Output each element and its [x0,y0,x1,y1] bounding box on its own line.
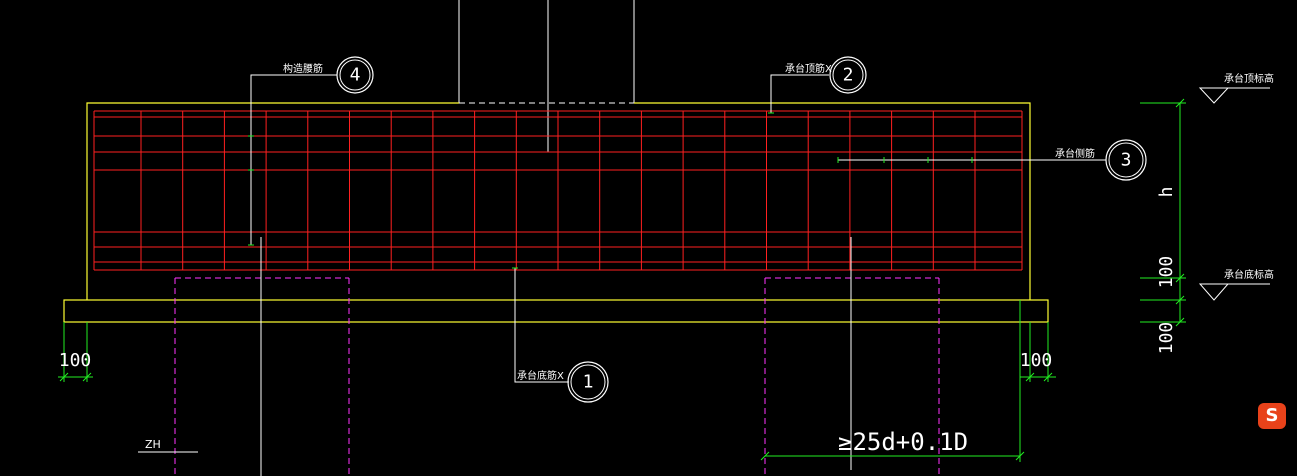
elevation-bottom-label: 承台底标高 [1224,268,1274,281]
right-100-dimension: 100 [1020,322,1056,382]
rebar-grid [93,110,1023,271]
dim-anchor-length: ≥25d+0.1D [838,428,968,456]
pile-left [174,277,350,476]
anchorage-dimension: ≥25d+0.1D [760,300,1025,462]
pile-centerlines [260,237,852,476]
pile-right [764,277,940,476]
callout-4-number: 4 [350,65,361,86]
dim-left-100: 100 [59,350,92,371]
callout-3-number: 3 [1121,150,1132,171]
dim-100-upper: 100 [1156,256,1177,289]
callout-1-number: 1 [583,372,594,393]
dim-h: h [1156,187,1177,198]
sogou-ime-icon[interactable]: S [1258,403,1286,429]
elevation-top-label: 承台顶标高 [1224,72,1274,85]
callout-4-text: 构造腰筋 [283,62,323,75]
pile-cap-outline [63,102,1049,323]
dim-right-100: 100 [1020,350,1053,371]
callout-2-text: 承台顶筋X [785,62,832,75]
pile-tag-label: ZH [145,438,161,451]
callout-2-number: 2 [843,65,854,86]
elevation-dimension-group: 承台顶标高 承台底标高 h 100 100 [1140,72,1274,354]
left-100-dimension: 100 [58,322,93,382]
callout-1-text: 承台底筋X [517,369,564,382]
dim-100-lower: 100 [1156,322,1177,355]
callout-3: 3 承台侧筋 [837,139,1147,181]
callout-3-text: 承台侧筋 [1055,147,1095,160]
callout-2: 2 承台顶筋X [768,56,867,114]
column-lines [458,0,635,152]
pile-tag: ZH [138,438,198,453]
callout-1: 1 承台底筋X [512,267,609,403]
callout-4: 4 构造腰筋 [248,56,374,246]
